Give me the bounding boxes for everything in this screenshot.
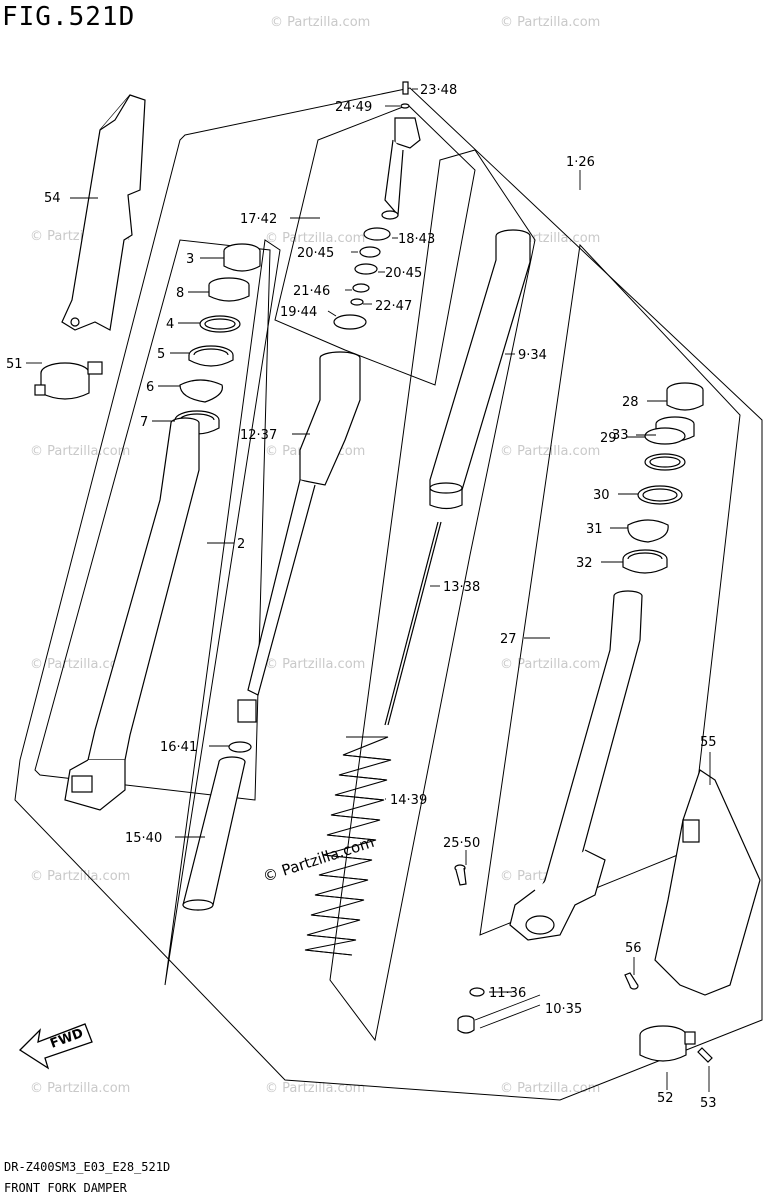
watermark: © Partzilla.com xyxy=(30,657,130,672)
small-hardware xyxy=(454,864,639,1034)
callout-53: 53 xyxy=(700,1096,717,1111)
clamp-51 xyxy=(34,361,103,400)
watermark: © Partzilla.com xyxy=(265,1081,365,1096)
rod-13 xyxy=(384,521,442,726)
watermark: © Partzilla.com xyxy=(270,15,370,30)
callout-labels: 23·48 24·49 1·26 54 17·42 18·43 20·45 20… xyxy=(6,83,717,1111)
callout-32: 32 xyxy=(576,556,593,571)
callout-20-45a: 20·45 xyxy=(297,246,334,261)
inner-tube-9 xyxy=(429,229,531,510)
damper-rod-12 xyxy=(237,351,361,723)
callout-29: 29 xyxy=(600,431,617,446)
callout-22-47: 22·47 xyxy=(375,299,412,314)
watermark: © Partzilla.com xyxy=(265,657,365,672)
callout-20-45b: 20·45 xyxy=(385,266,422,281)
callout-14-39: 14·39 xyxy=(390,793,427,808)
callout-33: 33 xyxy=(612,428,629,443)
fork-guard-54 xyxy=(61,94,146,331)
lower-rod-parts xyxy=(182,741,252,911)
callout-18-43: 18·43 xyxy=(398,232,435,247)
cap-valve-parts xyxy=(333,81,421,330)
outer-tube-2 xyxy=(64,417,200,811)
callout-17-42: 17·42 xyxy=(240,212,277,227)
callout-3: 3 xyxy=(186,252,194,267)
callout-7: 7 xyxy=(140,415,148,430)
outline-right-tube xyxy=(479,243,741,936)
watermark: © Partzilla.com xyxy=(30,444,130,459)
seal-stack-left xyxy=(174,243,261,435)
callout-27: 27 xyxy=(500,632,517,647)
watermark: © Partzilla.com xyxy=(500,1081,600,1096)
watermark: © Partzilla.com xyxy=(265,231,365,246)
callout-51: 51 xyxy=(6,357,23,372)
fork-guard-55 xyxy=(654,769,761,996)
seal-stack-right xyxy=(622,382,704,574)
callout-54: 54 xyxy=(44,191,61,206)
callout-31: 31 xyxy=(586,522,603,537)
callout-13-38: 13·38 xyxy=(443,580,480,595)
callout-12-37: 12·37 xyxy=(240,428,277,443)
outline-cap-valve xyxy=(274,104,476,386)
callout-1-26: 1·26 xyxy=(566,155,595,170)
callout-24-49: 24·49 xyxy=(335,100,372,115)
outline-fork-assembly xyxy=(14,87,763,1101)
callout-21-46: 21·46 xyxy=(293,284,330,299)
callout-56: 56 xyxy=(625,941,642,956)
outline-inner xyxy=(329,149,536,1042)
callout-19-44: 19·44 xyxy=(280,305,317,320)
callout-30: 30 xyxy=(593,488,610,503)
callout-16-41: 16·41 xyxy=(160,740,197,755)
figure-title: FIG.521D xyxy=(2,2,136,32)
leader-lines xyxy=(26,88,711,1092)
outer-tube-27 xyxy=(509,590,643,941)
callout-4: 4 xyxy=(166,317,174,332)
watermark: © Partzilla.com xyxy=(500,15,600,30)
outline-left-thin xyxy=(164,239,281,986)
outline-outer-tube xyxy=(34,239,271,801)
callout-25-50: 25·50 xyxy=(443,836,480,851)
callout-6: 6 xyxy=(146,380,154,395)
model-code: DR-Z400SM3_E03_E28_521D xyxy=(4,1160,171,1174)
callout-55: 55 xyxy=(700,735,717,750)
figure-caption: FRONT FORK DAMPER xyxy=(4,1181,127,1195)
callout-11-36: 11·36 xyxy=(489,986,526,1001)
callout-5: 5 xyxy=(157,347,165,362)
callout-15-40: 15·40 xyxy=(125,831,162,846)
group-outlines xyxy=(14,87,763,1101)
fwd-arrow: FWD xyxy=(18,1023,93,1070)
watermark: © Partzilla.com xyxy=(30,1081,130,1096)
clamp-52 xyxy=(639,1025,713,1063)
callout-52: 52 xyxy=(657,1091,674,1106)
watermark: © Partzilla.com xyxy=(500,657,600,672)
callout-2: 2 xyxy=(237,537,245,552)
watermark: © Partzilla.com xyxy=(30,869,130,884)
callout-9-34: 9·34 xyxy=(518,348,547,363)
callout-28: 28 xyxy=(622,395,639,410)
callout-10-35: 10·35 xyxy=(545,1002,582,1017)
callout-8: 8 xyxy=(176,286,184,301)
callout-23-48: 23·48 xyxy=(420,83,457,98)
watermark-center: © Partzilla.com xyxy=(261,833,377,886)
spring-14 xyxy=(304,736,392,956)
